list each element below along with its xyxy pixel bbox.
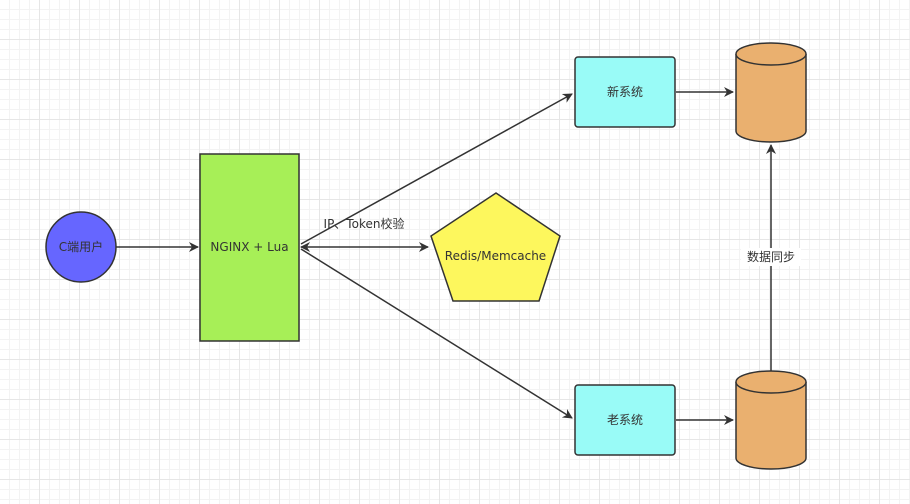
node-redis[interactable]: Redis/Memcache [430,192,561,302]
edge-label-data-sync: 数据同步 [747,249,795,264]
redis-label: Redis/Memcache [445,249,546,263]
edge-label-token-check: IP、Token校验 [324,216,405,231]
new-database-top [735,42,807,66]
old-system-label: 老系统 [607,413,643,427]
edge-label-sync-bg [741,248,801,266]
user-label: C端用户 [59,239,103,254]
node-nginx[interactable]: NGINX + Lua [199,153,300,342]
nginx-box [199,153,300,342]
old-database-cylinder-icon [735,382,807,470]
user-circle [45,211,117,283]
old-database-top [735,370,807,394]
new-database-cylinder-icon [735,54,807,143]
node-old-system[interactable]: 老系统 [574,384,676,456]
node-new-system[interactable]: 新系统 [574,56,676,128]
node-old-database[interactable] [735,370,807,470]
edge-nginx-to-new-system[interactable] [300,93,573,245]
node-user[interactable]: C端用户 [45,211,117,283]
new-system-box [574,56,676,128]
new-system-label: 新系统 [607,84,643,99]
redis-pentagon [430,192,561,302]
nginx-label: NGINX + Lua [210,240,288,254]
edge-nginx-to-old-system[interactable] [300,248,573,419]
old-system-box [574,384,676,456]
node-new-database[interactable] [735,42,807,143]
